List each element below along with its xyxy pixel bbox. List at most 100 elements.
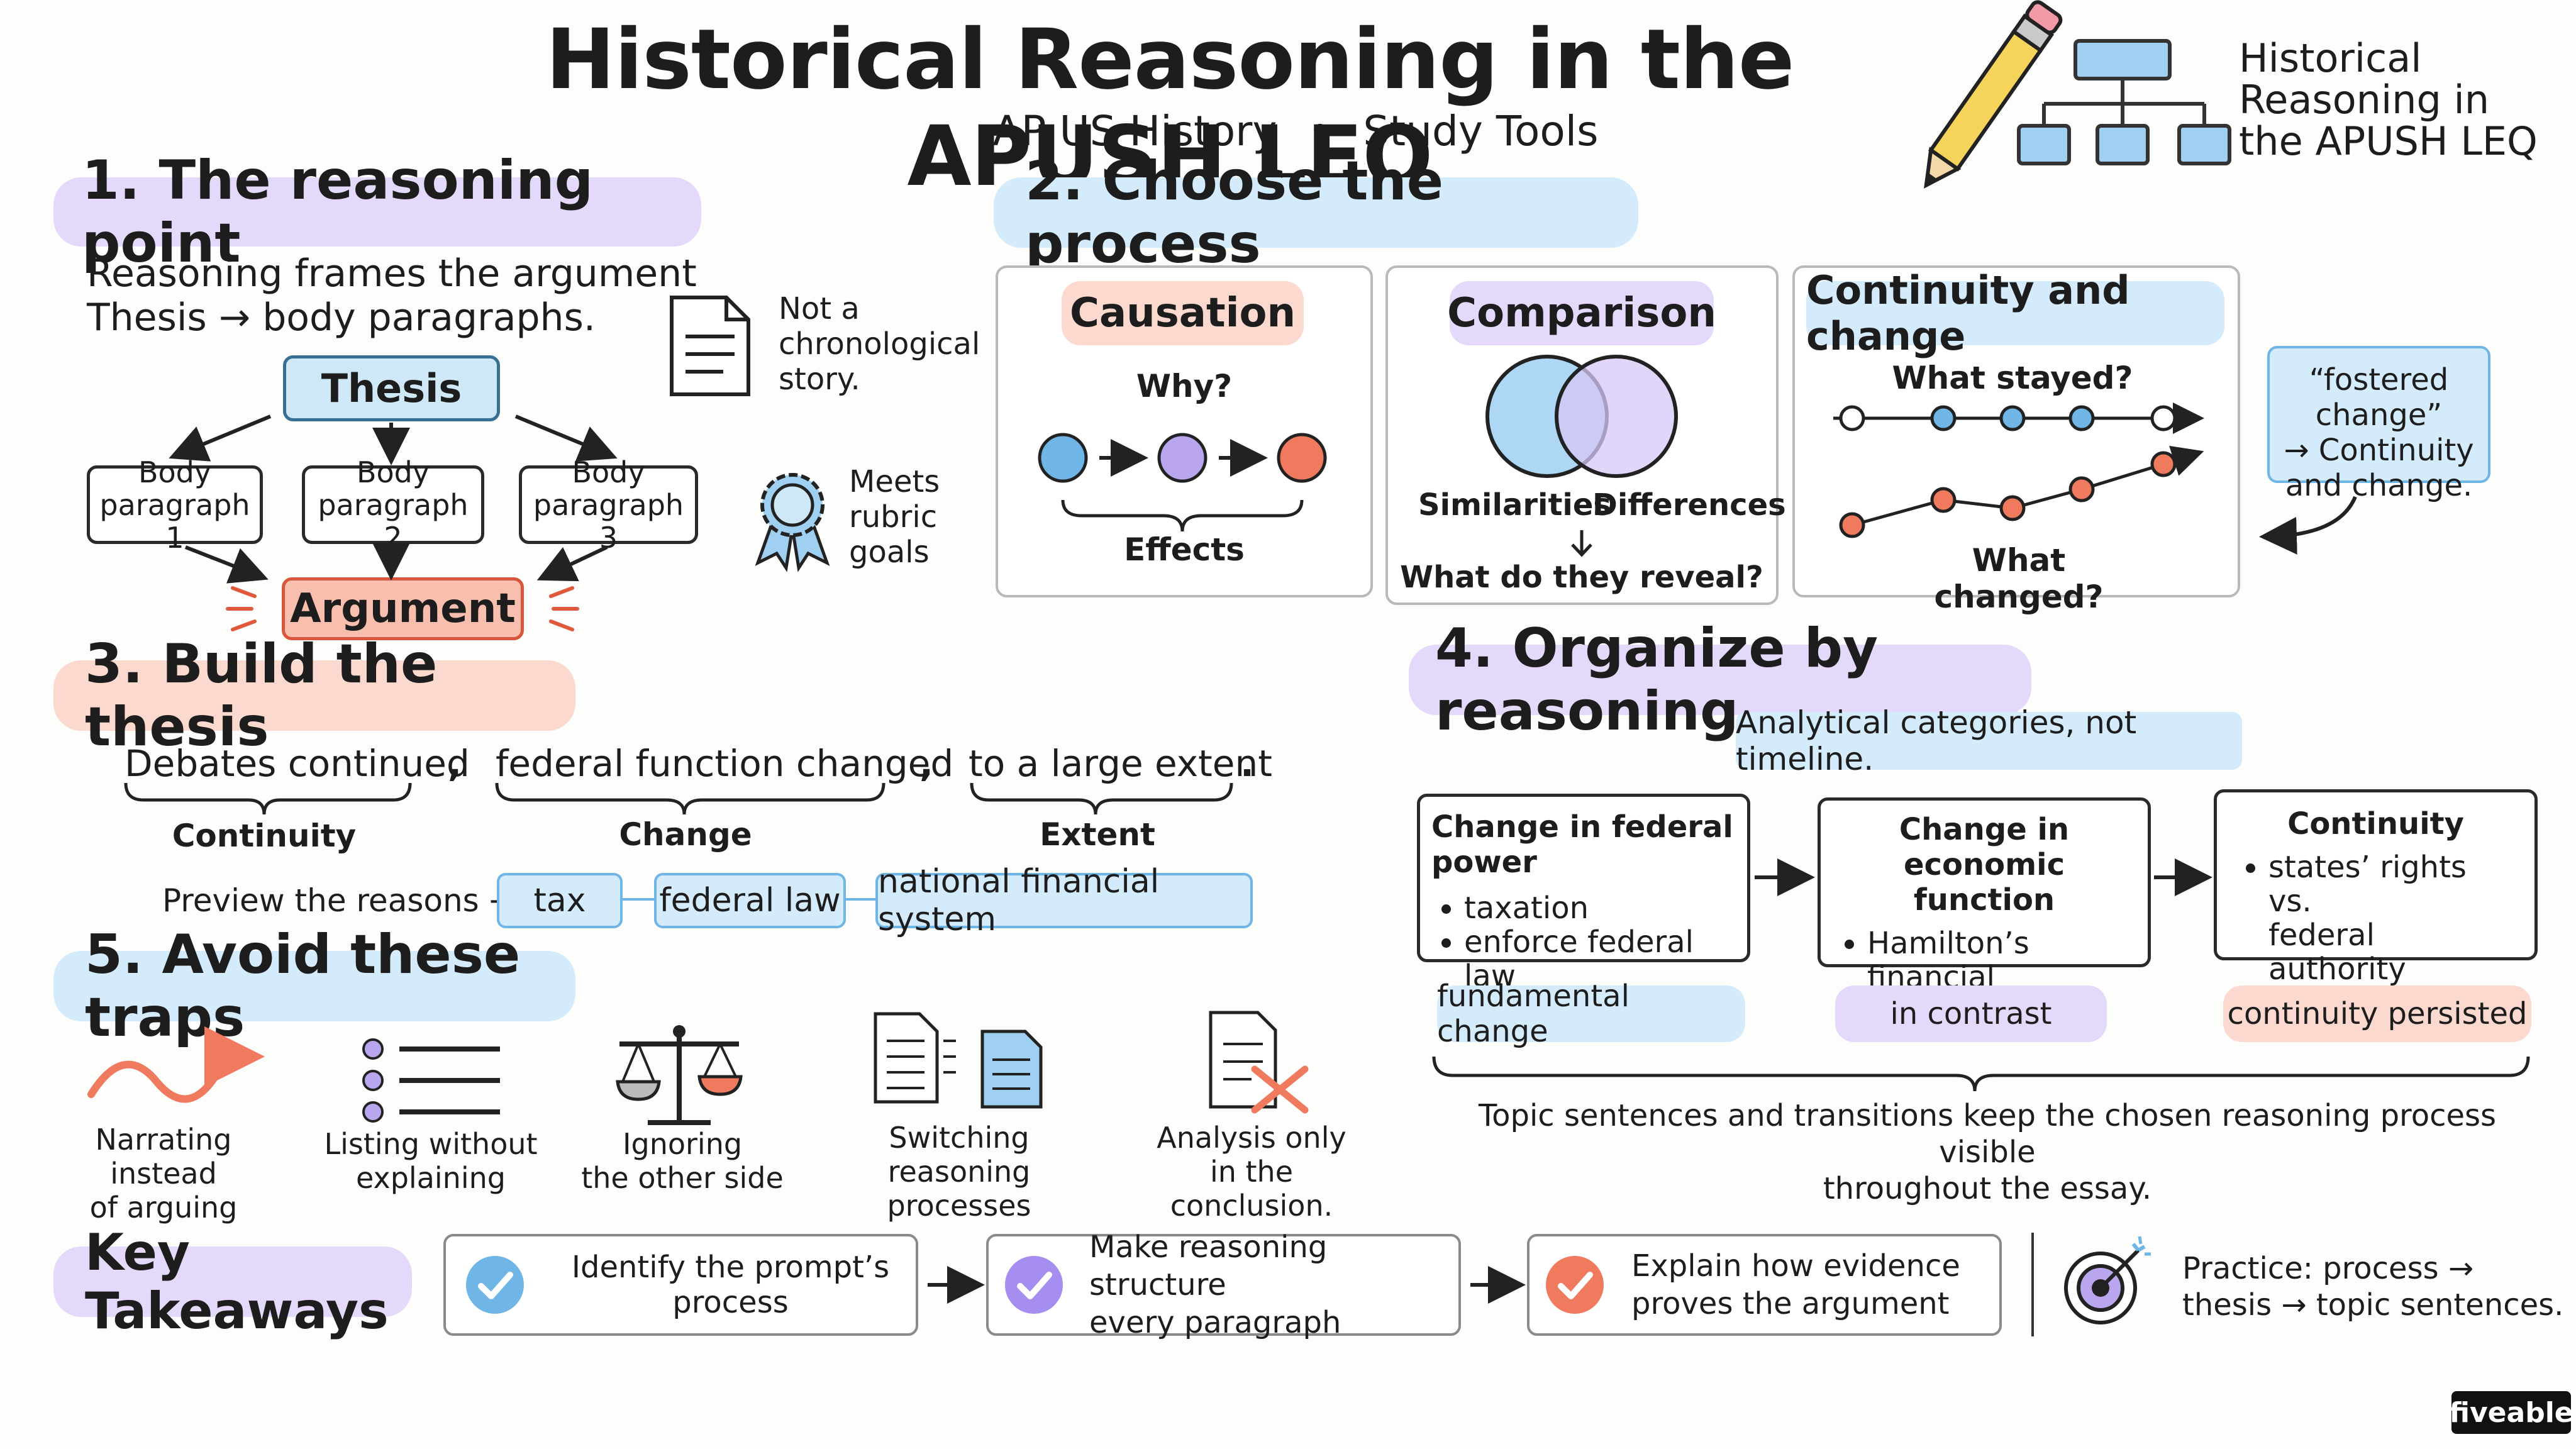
why-label: Why? bbox=[1136, 368, 1233, 404]
trap-label-line: in the conclusion. bbox=[1170, 1155, 1333, 1223]
what-changed-label: What changed? bbox=[1934, 542, 2104, 615]
reason-federal-law: federal law bbox=[654, 873, 846, 928]
change-label: Change bbox=[619, 816, 752, 853]
check-icon bbox=[465, 1255, 525, 1315]
organize-box-item: taxation bbox=[1464, 891, 1736, 925]
trap-label: Switching reasoning processes bbox=[811, 1121, 1107, 1223]
organize-footer-line: throughout the essay. bbox=[1823, 1171, 2152, 1206]
continuity-label: Continuity bbox=[172, 818, 357, 854]
pencil-icon bbox=[1912, 0, 2063, 189]
takeaway-text: Identify the prompt’s process bbox=[571, 1250, 890, 1320]
section-1-intro: Reasoning frames the argument Thesis → b… bbox=[87, 252, 697, 340]
thesis-comma: , bbox=[919, 742, 934, 785]
organize-box-item: states’ rights vs.federal authority bbox=[2268, 850, 2516, 986]
trap-label: Listing without explaining bbox=[314, 1127, 547, 1195]
organize-box-item: enforce federal law bbox=[1464, 925, 1736, 993]
thesis-phrase-3: to a large extent bbox=[969, 742, 1272, 785]
section-1-line: Thesis → body paragraphs. bbox=[87, 296, 596, 340]
what-stayed-label: What stayed? bbox=[1892, 360, 2133, 396]
not-chronological-note: Not a chronological story. bbox=[779, 291, 980, 397]
takeaway-text: Explain how evidence proves the argument bbox=[1631, 1247, 1960, 1323]
trap-label-line: Analysis only bbox=[1157, 1121, 1346, 1155]
similarities-label: Similarities bbox=[1418, 487, 1611, 523]
fostered-change-note: “fostered change” → Continuity and chang… bbox=[2267, 346, 2490, 503]
trap-label: Narrating instead of arguing bbox=[38, 1123, 289, 1224]
organize-box-item-text: federal authority bbox=[2268, 918, 2406, 987]
differences-label: Differences bbox=[1592, 487, 1786, 523]
trap-label-line: Switching bbox=[889, 1121, 1030, 1155]
subtitle-course: AP US History bbox=[992, 107, 1277, 155]
preview-reasons-label: Preview the reasons → bbox=[162, 882, 516, 919]
takeaway-text: Make reasoning structure every paragraph bbox=[1089, 1228, 1458, 1341]
takeaway-text-line: proves the argument bbox=[1631, 1286, 1950, 1321]
organize-box-title-line: Change in economic bbox=[1899, 812, 2070, 882]
body-paragraph-label: paragraph 2 bbox=[318, 487, 469, 555]
reason-tax: tax bbox=[497, 873, 623, 928]
trap-label-line: explaining bbox=[356, 1161, 506, 1195]
body-paragraph-3-box: Body paragraph 3 bbox=[519, 456, 698, 554]
trap-label: Analysis only in the conclusion. bbox=[1126, 1121, 1377, 1223]
body-paragraph-label: paragraph 1 bbox=[99, 487, 250, 555]
practice-note: Practice: process → thesis → topic sente… bbox=[2182, 1250, 2563, 1323]
organize-box-title: Continuity bbox=[2287, 806, 2464, 841]
organize-box-economic-function: Change in economic function Hamilton’s f… bbox=[1818, 797, 2151, 1028]
trap-label-line: the other side bbox=[581, 1161, 784, 1195]
causation-label: Causation bbox=[1062, 281, 1304, 345]
side-title: Historical Reasoning in the APUSH LEQ bbox=[2239, 38, 2538, 162]
takeaway-text-line: Make reasoning structure bbox=[1089, 1230, 1328, 1302]
note-line: rubric bbox=[849, 499, 938, 535]
practice-line: thesis → topic sentences. bbox=[2182, 1287, 2564, 1323]
takeaway-card-2: Make reasoning structure every paragraph bbox=[986, 1230, 1461, 1340]
trap-label-line: of arguing bbox=[89, 1191, 238, 1224]
brand-logo: fiveable bbox=[2449, 1391, 2573, 1434]
quote-line: → Continuity bbox=[2284, 433, 2474, 468]
note-line: story. bbox=[779, 362, 860, 397]
takeaway-text-line: Explain how evidence bbox=[1631, 1248, 1960, 1284]
document-icon bbox=[667, 292, 755, 399]
organize-footer: Topic sentences and transitions keep the… bbox=[1446, 1097, 2528, 1207]
subtitle-separator: • bbox=[1307, 107, 1333, 155]
organize-box-item-text: states’ rights vs. bbox=[2268, 850, 2467, 919]
transition-tag-continuity-persisted: continuity persisted bbox=[2223, 985, 2531, 1042]
argument-box: Argument bbox=[282, 577, 524, 640]
thesis-phrase-2: federal function changed bbox=[496, 742, 954, 785]
note-line: goals bbox=[849, 535, 930, 570]
organize-footer-line: Topic sentences and transitions keep the… bbox=[1478, 1098, 2497, 1170]
section-1-line: Reasoning frames the argument bbox=[87, 252, 697, 296]
organize-box-continuity: Continuity states’ rights vs.federal aut… bbox=[2214, 789, 2538, 986]
target-icon bbox=[2063, 1233, 2157, 1327]
takeaway-text-line: every paragraph bbox=[1089, 1305, 1341, 1340]
organize-box-federal-power: Change in federal power taxation enforce… bbox=[1417, 794, 1750, 993]
page-subtitle: AP US History • Study Tools bbox=[943, 107, 1648, 155]
thesis-phrase-1: Debates continued bbox=[125, 742, 470, 785]
effects-label: Effects bbox=[1124, 531, 1245, 568]
trap-label-line: Ignoring bbox=[622, 1127, 743, 1161]
extent-label: Extent bbox=[1040, 816, 1155, 853]
trap-label-line: Narrating instead bbox=[95, 1123, 232, 1191]
body-paragraph-label: paragraph 3 bbox=[533, 487, 684, 555]
side-title-line: Reasoning in bbox=[2239, 77, 2490, 123]
quote-line: and change. bbox=[2285, 468, 2473, 503]
thesis-comma: , bbox=[448, 742, 462, 785]
note-line: Not a bbox=[779, 291, 860, 326]
side-title-line: the APUSH LEQ bbox=[2239, 118, 2538, 164]
side-title-line: Historical bbox=[2239, 35, 2422, 81]
transition-tag-in-contrast: in contrast bbox=[1835, 985, 2107, 1042]
quote-line: “fostered change” bbox=[2309, 362, 2449, 433]
hierarchy-icon bbox=[2012, 35, 2231, 173]
subtitle-section: Study Tools bbox=[1363, 107, 1599, 155]
takeaway-card-1: Identify the prompt’s process bbox=[443, 1234, 918, 1336]
page-title: Historical Reasoning in the APUSH LEQ bbox=[545, 11, 1795, 205]
check-icon bbox=[1545, 1255, 1605, 1315]
trap-label: Ignoring the other side bbox=[569, 1127, 796, 1195]
note-line: Meets bbox=[849, 464, 940, 499]
organize-box-title: Change in economic function bbox=[1835, 812, 2134, 918]
takeaway-card-3: Explain how evidence proves the argument bbox=[1527, 1234, 2002, 1336]
organize-box-title: Change in federal power bbox=[1431, 809, 1733, 880]
body-paragraph-1-box: Body paragraph 1 bbox=[87, 456, 263, 554]
comparison-label: Comparison bbox=[1447, 281, 1716, 345]
trap-label-line: reasoning processes bbox=[887, 1155, 1031, 1223]
thesis-period: . bbox=[1240, 742, 1255, 785]
note-line: chronological bbox=[779, 326, 980, 362]
check-icon bbox=[1004, 1255, 1064, 1315]
